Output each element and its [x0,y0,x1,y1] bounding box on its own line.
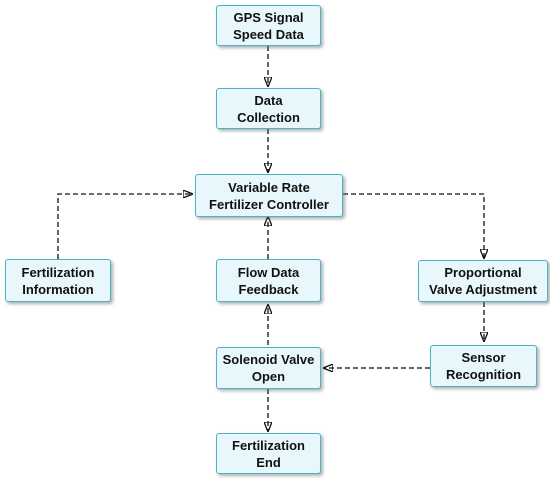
node-fertilization-end: Fertilization End [216,433,321,474]
arrow-controller-to-proportional [343,193,484,258]
node-proportional-valve-adjustment: Proportional Valve Adjustment [418,260,548,302]
node-end-label: Fertilization End [232,437,305,470]
arrow-info-to-controller [57,194,192,259]
node-solenoid-valve-open: Solenoid Valve Open [216,347,321,389]
node-collection-label: Data Collection [237,92,300,125]
node-flow-label: Flow Data Feedback [237,264,300,297]
node-gps-label: GPS Signal Speed Data [233,9,304,42]
node-fert-info-label: Fertilization Information [21,264,95,297]
node-gps-signal-speed-data: GPS Signal Speed Data [216,5,321,46]
node-variable-rate-controller: Variable Rate Fertilizer Controller [195,174,343,217]
node-data-collection: Data Collection [216,88,321,129]
node-solenoid-label: Solenoid Valve Open [222,352,315,384]
node-controller-label: Variable Rate Fertilizer Controller [209,179,329,212]
node-proportional-label: Proportional Valve Adjustment [429,265,537,297]
node-flow-data-feedback: Flow Data Feedback [216,259,321,302]
node-fertilization-information: Fertilization Information [5,259,111,302]
node-sensor-recognition: Sensor Recognition [430,345,537,387]
node-sensor-label: Sensor Recognition [445,350,522,382]
